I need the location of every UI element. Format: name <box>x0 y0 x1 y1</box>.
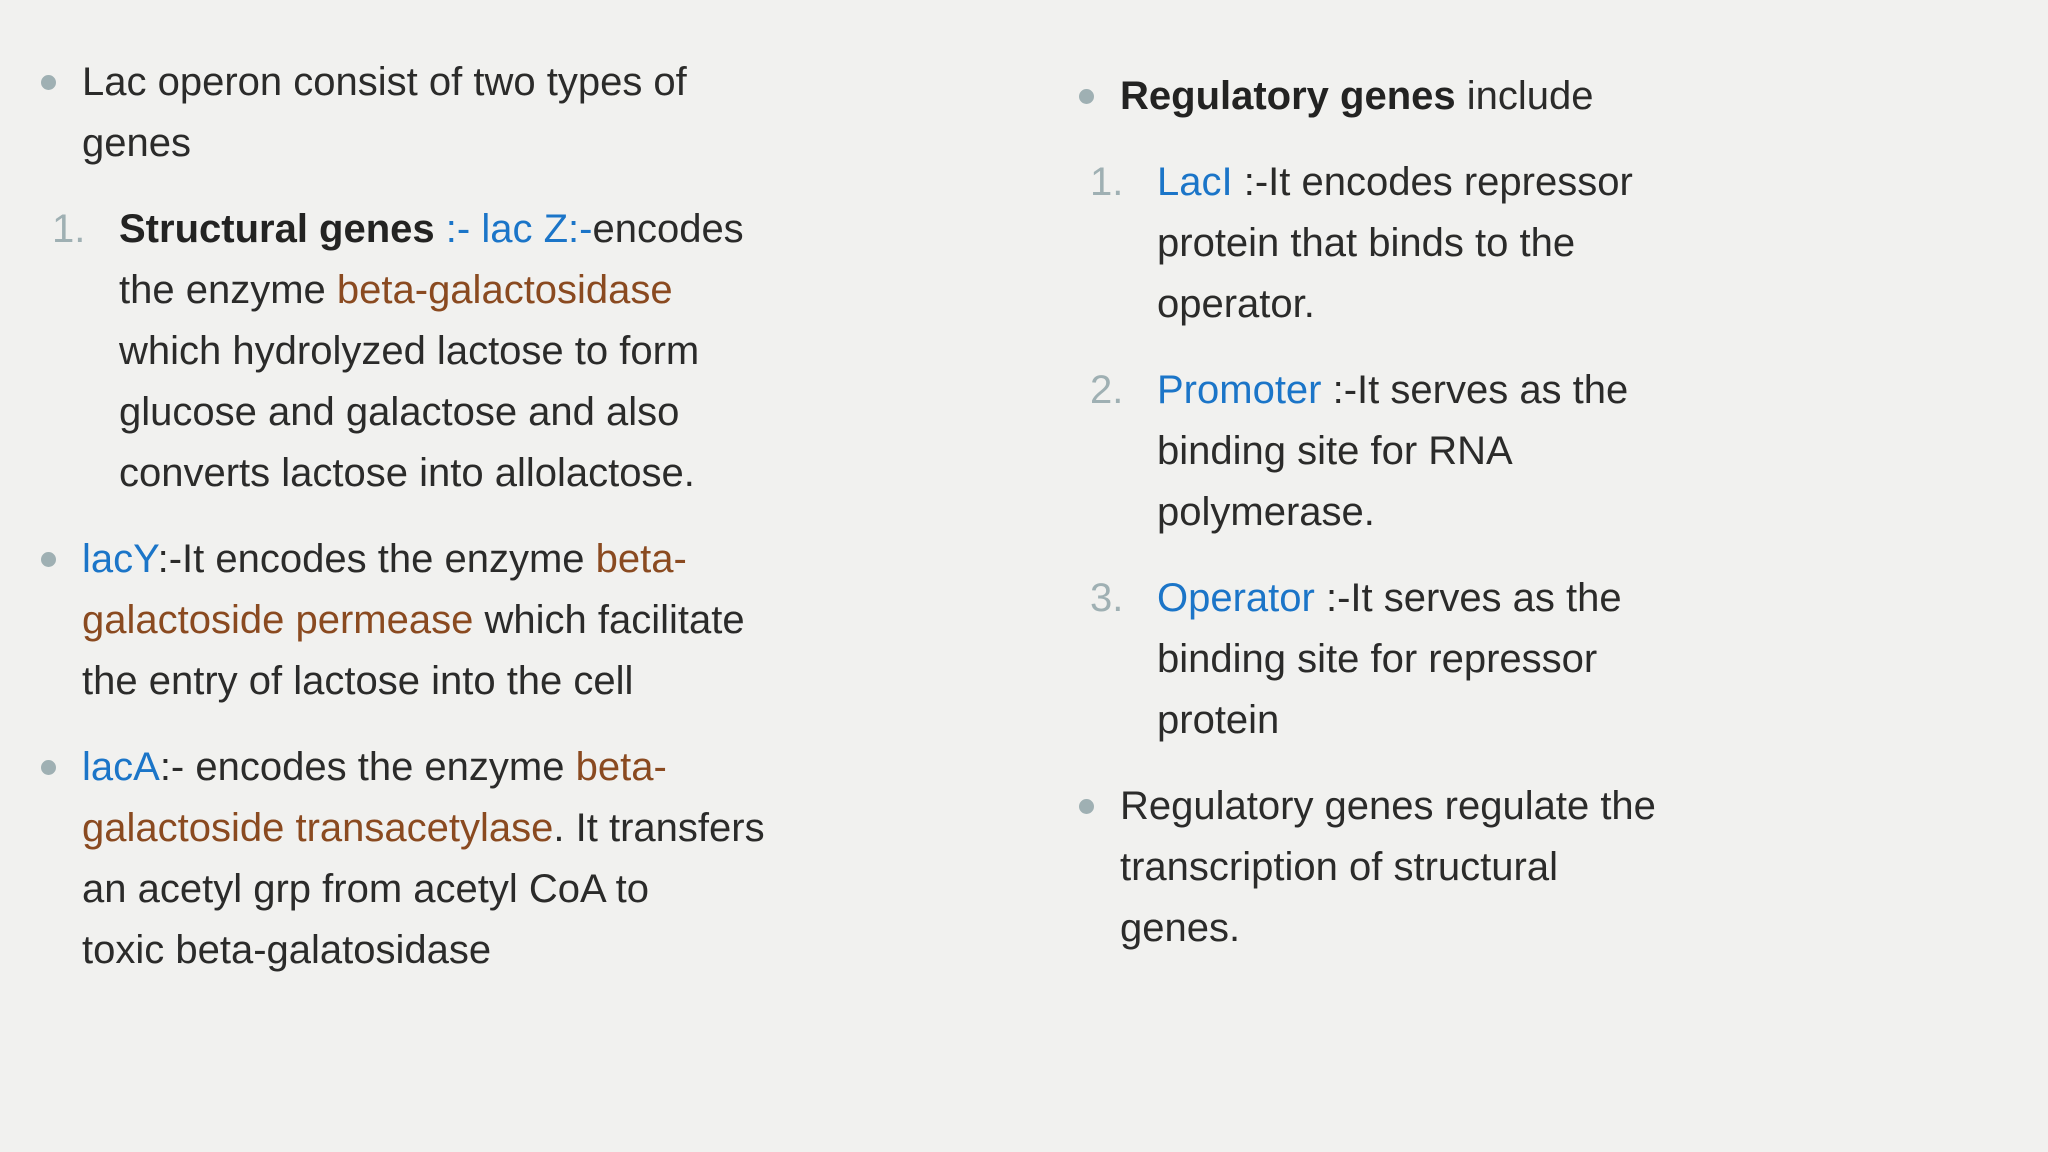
text-line: glucose and galactose and also <box>119 382 1030 443</box>
numbered-list-item: 1. LacI :-It encodes repressor protein tha… <box>1078 152 2018 335</box>
text-run: Promoter <box>1157 368 1322 412</box>
text-run: converts lactose into allolactose. <box>119 451 695 495</box>
text-run: protein that binds to the <box>1157 221 1576 265</box>
text-run: toxic beta-galatosidase <box>82 928 492 972</box>
text-run: genes. <box>1120 906 1241 950</box>
number-marker: 1. <box>52 207 86 251</box>
text-run: the entry of lactose into the cell <box>82 659 634 703</box>
bullet-icon <box>1079 799 1094 814</box>
text-run: beta- <box>595 537 687 581</box>
text-run: an acetyl grp from acetyl CoA to <box>82 867 649 911</box>
text-line: Structural genes :- lac Z:-encodes <box>119 199 1030 260</box>
text-run <box>435 207 446 251</box>
number-marker: 2. <box>1090 368 1124 412</box>
right-column: Regulatory genes include 1. LacI :-It enco… <box>1078 66 2018 984</box>
text-line: Regulatory genes regulate the <box>1120 776 2018 837</box>
bullet-icon <box>41 760 56 775</box>
bullet-list-item: Regulatory genes include <box>1078 66 2018 127</box>
text-run: galactoside transacetylase <box>82 806 554 850</box>
text-line: Lac operon consist of two types of <box>82 52 1030 113</box>
text-line: toxic beta-galatosidase <box>82 920 1030 981</box>
text-run: Structural genes <box>119 207 435 251</box>
number-marker: 1. <box>1090 160 1124 204</box>
text-run: include <box>1455 74 1594 118</box>
text-line: LacI :-It encodes repressor <box>1157 152 2018 213</box>
text-run: transcription of structural <box>1120 845 1558 889</box>
numbered-list-item: 2. Promoter :-It serves as the binding sit… <box>1078 360 2018 543</box>
text-run: :- lac Z:- <box>445 207 593 251</box>
text-run: which hydrolyzed lactose to form <box>119 329 700 373</box>
text-run: encodes <box>592 207 744 251</box>
text-run: polymerase. <box>1157 490 1375 534</box>
text-line: binding site for RNA <box>1157 421 2018 482</box>
bullet-icon <box>41 75 56 90</box>
text-run: operator. <box>1157 282 1315 326</box>
text-line: Promoter :-It serves as the <box>1157 360 2018 421</box>
text-run: binding site for RNA <box>1157 429 1513 473</box>
text-run: protein <box>1157 698 1280 742</box>
text-line: the entry of lactose into the cell <box>82 651 1030 712</box>
text-run: lacA <box>82 745 160 789</box>
text-line: operator. <box>1157 274 2018 335</box>
text-run: the enzyme <box>119 268 337 312</box>
text-line: genes <box>82 113 1030 174</box>
text-run: :-It encodes repressor <box>1232 160 1633 204</box>
bullet-icon <box>41 552 56 567</box>
text-line: lacY:-It encodes the enzyme beta- <box>82 529 1030 590</box>
numbered-list-item: 3. Operator :-It serves as the binding sit… <box>1078 568 2018 751</box>
text-line: an acetyl grp from acetyl CoA to <box>82 859 1030 920</box>
number-marker: 3. <box>1090 576 1124 620</box>
text-line: polymerase. <box>1157 482 2018 543</box>
text-line: galactoside transacetylase. It transfers <box>82 798 1030 859</box>
text-line: protein that binds to the <box>1157 213 2018 274</box>
left-column: Lac operon consist of two types of genes 1… <box>40 52 1030 1006</box>
text-run: Regulatory genes regulate the <box>1120 784 1656 828</box>
text-run: . It transfers <box>553 806 765 850</box>
text-run: galactoside permease <box>82 598 474 642</box>
bullet-icon <box>1079 89 1094 104</box>
text-line: the enzyme beta-galactosidase <box>119 260 1030 321</box>
text-line: transcription of structural <box>1120 837 2018 898</box>
bullet-list-item: lacA:- encodes the enzyme beta-galactosi… <box>40 737 1030 981</box>
text-run: lacY <box>82 537 158 581</box>
text-run: beta-galactosidase <box>336 268 673 312</box>
text-line: which hydrolyzed lactose to form <box>119 321 1030 382</box>
text-run: glucose and galactose and also <box>119 390 680 434</box>
text-run: LacI <box>1157 160 1233 204</box>
bullet-list-item: Regulatory genes regulate the transcripti… <box>1078 776 2018 959</box>
bullet-list-item: lacY:-It encodes the enzyme beta-galacto… <box>40 529 1030 712</box>
text-line: binding site for repressor <box>1157 629 2018 690</box>
text-run: :-It serves as the <box>1314 576 1622 620</box>
text-run: which facilitate <box>473 598 745 642</box>
text-line: converts lactose into allolactose. <box>119 443 1030 504</box>
text-run: binding site for repressor <box>1157 637 1598 681</box>
text-run: Operator <box>1157 576 1315 620</box>
text-run: Regulatory genes <box>1120 74 1456 118</box>
text-line: lacA:- encodes the enzyme beta- <box>82 737 1030 798</box>
text-run: Lac operon consist of two types of <box>82 60 687 104</box>
text-run: :-It encodes the enzyme <box>157 537 596 581</box>
bullet-list-item: Lac operon consist of two types of genes <box>40 52 1030 174</box>
text-run: :-It serves as the <box>1321 368 1629 412</box>
text-run: beta- <box>575 745 667 789</box>
text-line: protein <box>1157 690 2018 751</box>
text-run: :- encodes the enzyme <box>159 745 576 789</box>
text-run: genes <box>82 121 191 165</box>
text-line: Operator :-It serves as the <box>1157 568 2018 629</box>
text-line: Regulatory genes include <box>1120 66 2018 127</box>
text-line: galactoside permease which facilitate <box>82 590 1030 651</box>
text-line: genes. <box>1120 898 2018 959</box>
